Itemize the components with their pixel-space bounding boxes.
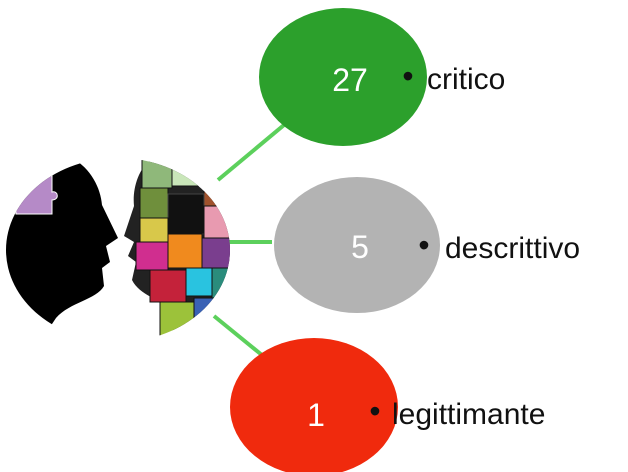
puzzle-piece-blue: [193, 297, 230, 342]
puzzle-piece-purple: [201, 237, 230, 269]
puzzle-piece-olive: [139, 187, 169, 219]
node-bubble-legittimante: [230, 338, 398, 472]
node-legittimante: 1 • legittimante: [230, 338, 545, 472]
node-descrittivo: 5 • descrittivo: [274, 177, 580, 313]
connector-line-bottom: [212, 314, 270, 362]
node-bullet-critico: •: [402, 58, 413, 94]
connectors: [212, 118, 292, 362]
two-faced-head-puzzle-image: [6, 158, 230, 342]
puzzle-piece-lilac: [15, 170, 58, 215]
puzzle-piece-teal: [211, 267, 230, 299]
node-bubble-critico: [259, 8, 427, 146]
puzzle-piece-black: [167, 193, 205, 235]
node-label-descrittivo: descrittivo: [445, 232, 580, 265]
node-label-critico: critico: [427, 63, 505, 96]
node-label-legittimante: legittimante: [392, 398, 545, 431]
connector-line-top: [216, 118, 292, 182]
node-bubble-descrittivo: [274, 177, 440, 313]
node-count-legittimante: 1: [307, 397, 325, 433]
puzzle-piece-red: [149, 269, 187, 303]
puzzle-piece-magenta: [135, 241, 169, 271]
node-bullet-descrittivo: •: [418, 227, 429, 263]
puzzle-piece-pink: [203, 205, 230, 239]
puzzle-piece-yellow: [139, 217, 169, 243]
puzzle-piece-cyan: [185, 267, 213, 297]
puzzle-piece-green: [141, 159, 173, 189]
node-count-critico: 27: [332, 62, 368, 98]
puzzle-piece-mint: [171, 158, 205, 187]
node-bullet-legittimante: •: [369, 393, 380, 429]
puzzle-piece-lime: [159, 301, 195, 342]
puzzle-piece-brown: [203, 169, 230, 207]
puzzle-piece-orange: [167, 233, 203, 269]
node-count-descrittivo: 5: [351, 229, 369, 265]
node-critico: 27 • critico: [259, 8, 505, 146]
